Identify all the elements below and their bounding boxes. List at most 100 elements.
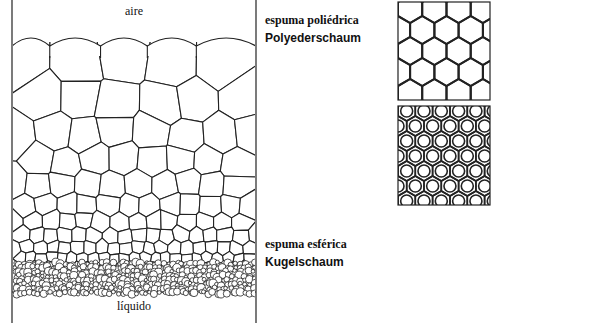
bubble (48, 290, 53, 295)
sphere-cell (435, 195, 447, 205)
polyhedral-model (398, 2, 490, 100)
bubble (89, 290, 93, 294)
hexagon-cell (450, 191, 467, 205)
foam-cell (199, 171, 225, 196)
foam-cell (217, 227, 234, 242)
sphere-cell (435, 135, 447, 147)
bubble (157, 291, 161, 295)
foam-cell (99, 170, 126, 198)
bubble (13, 266, 16, 269)
bubble (77, 293, 80, 296)
region-label: líquido (117, 300, 151, 313)
bubble (233, 269, 237, 273)
bubble (80, 264, 86, 270)
bubble (252, 259, 255, 265)
bubble (233, 261, 237, 265)
foam-type-label: Polyederschaum (265, 32, 361, 45)
foam-cell (180, 194, 200, 215)
sphere-cell (418, 135, 430, 147)
foam-cell (94, 79, 140, 118)
bubble (252, 266, 255, 270)
sphere-cell (401, 135, 413, 147)
sphere-cell (444, 120, 456, 132)
foam-cell (218, 66, 255, 120)
sphere-cell (401, 165, 413, 177)
spherical-bubbles (13, 258, 255, 298)
model-frame (398, 106, 490, 205)
sphere-cell (453, 106, 465, 117)
foam-cell (167, 240, 181, 255)
foam-cell (74, 169, 101, 198)
bubble (144, 292, 148, 296)
bubble (22, 281, 27, 286)
bubble (251, 290, 255, 297)
foam-cell (243, 241, 255, 255)
hexagon-cell (467, 106, 484, 121)
foam-cell (107, 243, 119, 255)
bubble (179, 281, 182, 284)
sphere-cell (479, 120, 490, 132)
bubble (215, 260, 219, 264)
foam-cell (42, 209, 60, 229)
sphere-cell (453, 195, 465, 205)
bubble (232, 281, 238, 287)
bubble (117, 292, 121, 296)
sphere-cell (461, 150, 473, 162)
bubble (224, 286, 228, 290)
foam-type-label: espuma poliédrica (265, 14, 359, 27)
spherical-model (398, 106, 490, 205)
region-label: aire (125, 5, 143, 18)
sphere-cell (401, 195, 413, 205)
hexagon-cell (471, 79, 490, 100)
foam-cell (220, 147, 255, 178)
sphere-cell (418, 165, 430, 177)
sphere-cell (401, 106, 413, 117)
foam-cell (118, 229, 133, 245)
foam-cell (180, 240, 193, 255)
bubble (35, 291, 40, 296)
bubble (223, 290, 230, 297)
foam-cell (194, 144, 223, 175)
bubble (251, 269, 255, 273)
sphere-cell (409, 180, 421, 192)
foam-cell (57, 192, 77, 215)
vessel-wall (255, 0, 256, 323)
foam-surface (13, 38, 255, 46)
bubble (150, 290, 157, 297)
sphere-cell (479, 150, 490, 162)
sphere-cell (453, 135, 465, 147)
sphere-cell (461, 120, 473, 132)
foam-cell (96, 238, 109, 254)
sphere-cell (398, 120, 404, 132)
hexagon-cell (398, 191, 415, 205)
sphere-cell (461, 180, 473, 192)
bubble (89, 278, 93, 282)
hexagon-cell (415, 191, 432, 205)
sphere-cell (444, 150, 456, 162)
hexagon-cell (398, 2, 422, 23)
sphere-cell (435, 106, 447, 117)
sphere-cell (435, 165, 447, 177)
bubble (202, 277, 206, 281)
foam-cell (131, 228, 147, 242)
sphere-cell (444, 180, 456, 192)
hexagon-cell (447, 2, 471, 23)
sphere-cell (470, 106, 482, 117)
hexagon-cell (422, 79, 446, 100)
model-frame (398, 2, 490, 100)
foam-cell (77, 194, 97, 214)
sphere-cell (479, 180, 490, 192)
hexagon-cell (433, 106, 450, 121)
sphere-cell (398, 180, 404, 192)
bubble (64, 278, 68, 282)
bubble (31, 286, 35, 290)
sphere-cell (470, 165, 482, 177)
sphere-cell (427, 120, 439, 132)
hexagon-cell (415, 106, 432, 121)
foam-type-label: Kugelschaum (265, 256, 344, 269)
sphere-cell (453, 165, 465, 177)
foam-cell (132, 110, 170, 148)
sphere-cell (470, 195, 482, 205)
bubble (188, 281, 191, 284)
bubble (130, 277, 134, 281)
